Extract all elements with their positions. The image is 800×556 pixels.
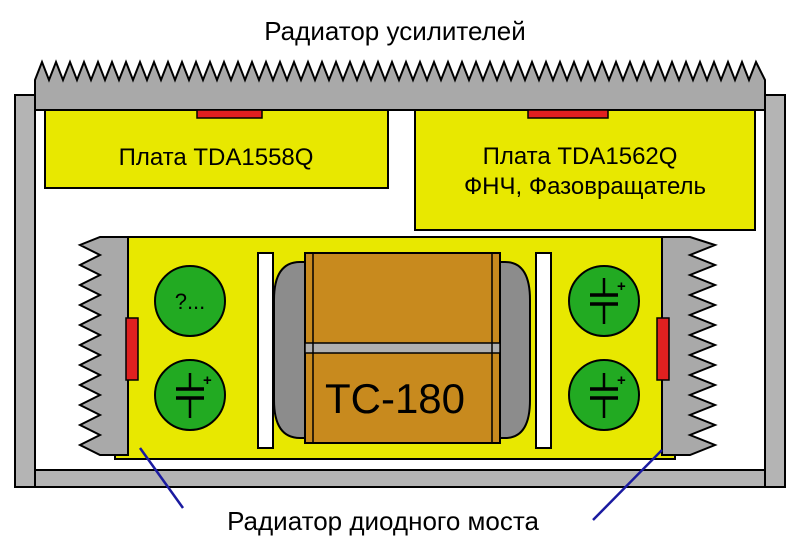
board-tda1558q-label: Плата TDA1558Q	[119, 144, 314, 171]
board-tda1562q	[414, 109, 756, 231]
diode-heatsink-right	[661, 236, 718, 456]
transformer-label: ТС-180	[325, 375, 465, 422]
board-tda1562q-label-1: Плата TDA1562Q	[483, 143, 678, 170]
capacitor-unknown-label: ?...	[175, 289, 206, 314]
svg-text:+: +	[617, 278, 626, 295]
amp-heatsink	[34, 59, 766, 111]
amp-heatsink-label: Радиатор усилителей	[264, 16, 526, 46]
svg-text:+: +	[203, 372, 212, 389]
chip-tda1562q	[527, 109, 609, 119]
case-frame	[14, 94, 786, 488]
diode-heatsink-label: Радиатор диодного моста	[227, 506, 539, 536]
transformer-winding-left	[273, 261, 311, 439]
board-tda1558q	[44, 109, 389, 189]
board-tda1562q-label-2: ФНЧ, Фазовращатель	[464, 173, 706, 200]
transformer-core-divider	[304, 342, 501, 354]
pointer-line-left	[138, 447, 185, 509]
diode-bridge-right	[656, 317, 670, 381]
capacitor-icon: +	[154, 359, 226, 431]
svg-text:+: +	[617, 372, 626, 389]
transformer-bracket-left	[257, 252, 274, 449]
transformer-winding-right	[494, 261, 531, 439]
chip-tda1558q	[196, 109, 263, 119]
capacitor-unknown	[154, 265, 226, 337]
diode-bridge-left	[125, 317, 139, 381]
transformer-bracket-right	[535, 252, 552, 449]
diode-heatsink-left	[77, 236, 129, 456]
capacitor-icon: +	[568, 359, 640, 431]
pointer-line-right	[592, 449, 663, 521]
capacitor-icon: +	[568, 265, 640, 337]
